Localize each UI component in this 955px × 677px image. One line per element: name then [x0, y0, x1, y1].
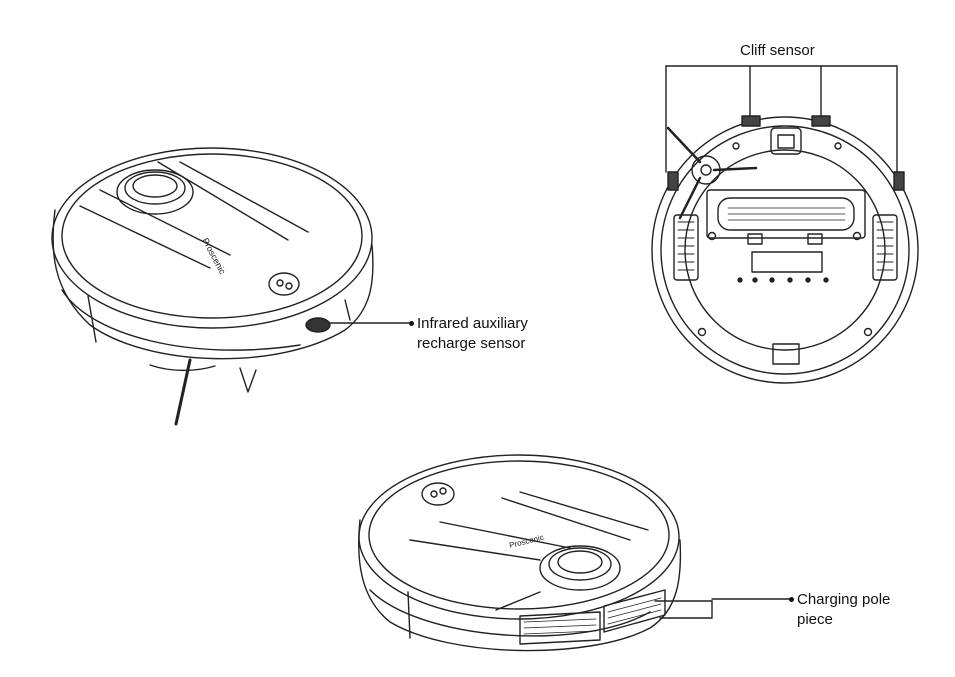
- infrared-label-line1: Infrared auxiliary: [417, 315, 528, 332]
- label-plate: [751, 251, 823, 273]
- top-cover-inner: [61, 153, 363, 319]
- right-wheel: [872, 214, 898, 281]
- cliff-sensor-leader: [665, 65, 898, 173]
- lidar-tower: [539, 545, 621, 591]
- top-cover-inner: [368, 460, 670, 610]
- brand-logo: Proscenic: [200, 236, 228, 276]
- robot-vacuum-bottom-view: [651, 115, 919, 384]
- control-buttons: [268, 272, 300, 296]
- cliff-sensor-3: [667, 171, 679, 191]
- charging-pole-leader: [654, 598, 791, 619]
- bottom-rim: [149, 364, 216, 372]
- cliff-sensor-label: Cliff sensor: [740, 42, 815, 59]
- bumper-line: [61, 289, 301, 351]
- rear-grille: [519, 611, 601, 645]
- cliff-sensor-1: [741, 115, 761, 127]
- left-wheel: [673, 214, 699, 281]
- cliff-sensor-4: [893, 171, 905, 191]
- body-skirt: [358, 519, 682, 652]
- robot-vacuum-angled-right: Proscenic: [358, 454, 682, 652]
- infrared-label-line2: recharge sensor: [417, 335, 526, 352]
- main-brush: [717, 197, 855, 231]
- front-caster: [770, 127, 802, 155]
- lidar-tower: [116, 169, 194, 215]
- infrared-sensor-window: [305, 317, 331, 333]
- top-cover-outer: [51, 147, 373, 329]
- svg-text:Proscenic: Proscenic: [508, 533, 544, 550]
- robot-vacuum-angled-left: Proscenic: [51, 147, 374, 426]
- control-buttons: [421, 482, 455, 506]
- main-brush-housing: [706, 189, 866, 239]
- body-skirt: [52, 209, 374, 360]
- bottom-outer-ring: [651, 116, 919, 384]
- top-cover-outer: [358, 454, 680, 620]
- charging-label-line1: Charging pole: [797, 591, 891, 608]
- infrared-label-dot: [409, 321, 414, 326]
- charging-label-dot: [789, 597, 794, 602]
- rear-caster: [772, 343, 800, 365]
- charging-label-line2: piece: [797, 611, 833, 628]
- cliff-sensor-2: [811, 115, 831, 127]
